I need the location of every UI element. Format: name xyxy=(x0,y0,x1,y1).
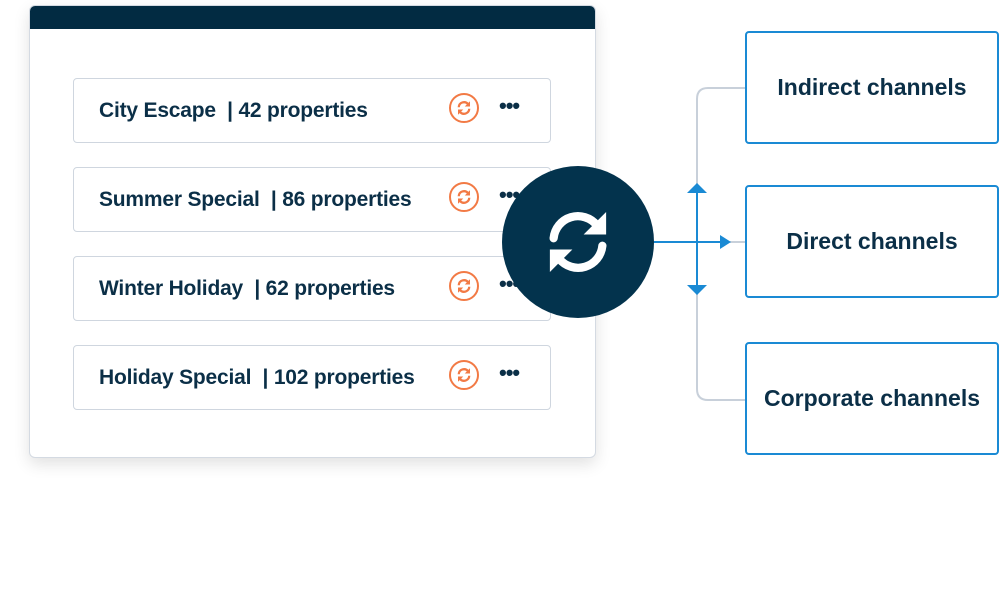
package-label: Summer Special | 86 properties xyxy=(99,187,412,211)
sync-icon[interactable] xyxy=(449,93,479,123)
sync-icon[interactable] xyxy=(449,271,479,301)
package-row[interactable]: Holiday Special | 102 properties ••• xyxy=(73,345,551,410)
package-row[interactable]: City Escape | 42 properties ••• xyxy=(73,78,551,143)
package-row[interactable]: Summer Special | 86 properties ••• xyxy=(73,167,551,232)
card-header-bar xyxy=(30,6,595,29)
arrow-right-icon xyxy=(720,235,731,249)
arrow-up-icon xyxy=(687,183,707,193)
sync-hub xyxy=(502,166,654,318)
package-row[interactable]: Winter Holiday | 62 properties ••• xyxy=(73,256,551,321)
more-dots-icon[interactable]: ••• xyxy=(499,360,520,385)
more-dots-icon[interactable]: ••• xyxy=(499,93,520,118)
package-label: Winter Holiday | 62 properties xyxy=(99,276,395,300)
sync-icon[interactable] xyxy=(449,360,479,390)
rate-packages-card: City Escape | 42 properties ••• Summer Sp… xyxy=(29,5,596,458)
channel-box: Direct channels xyxy=(745,185,999,298)
arrow-down-icon xyxy=(687,285,707,295)
channel-box: Corporate channels xyxy=(745,342,999,455)
package-label: City Escape | 42 properties xyxy=(99,98,368,122)
sync-icon xyxy=(549,212,607,272)
sync-icon[interactable] xyxy=(449,182,479,212)
package-label: Holiday Special | 102 properties xyxy=(99,365,415,389)
channel-box: Indirect channels xyxy=(745,31,999,144)
